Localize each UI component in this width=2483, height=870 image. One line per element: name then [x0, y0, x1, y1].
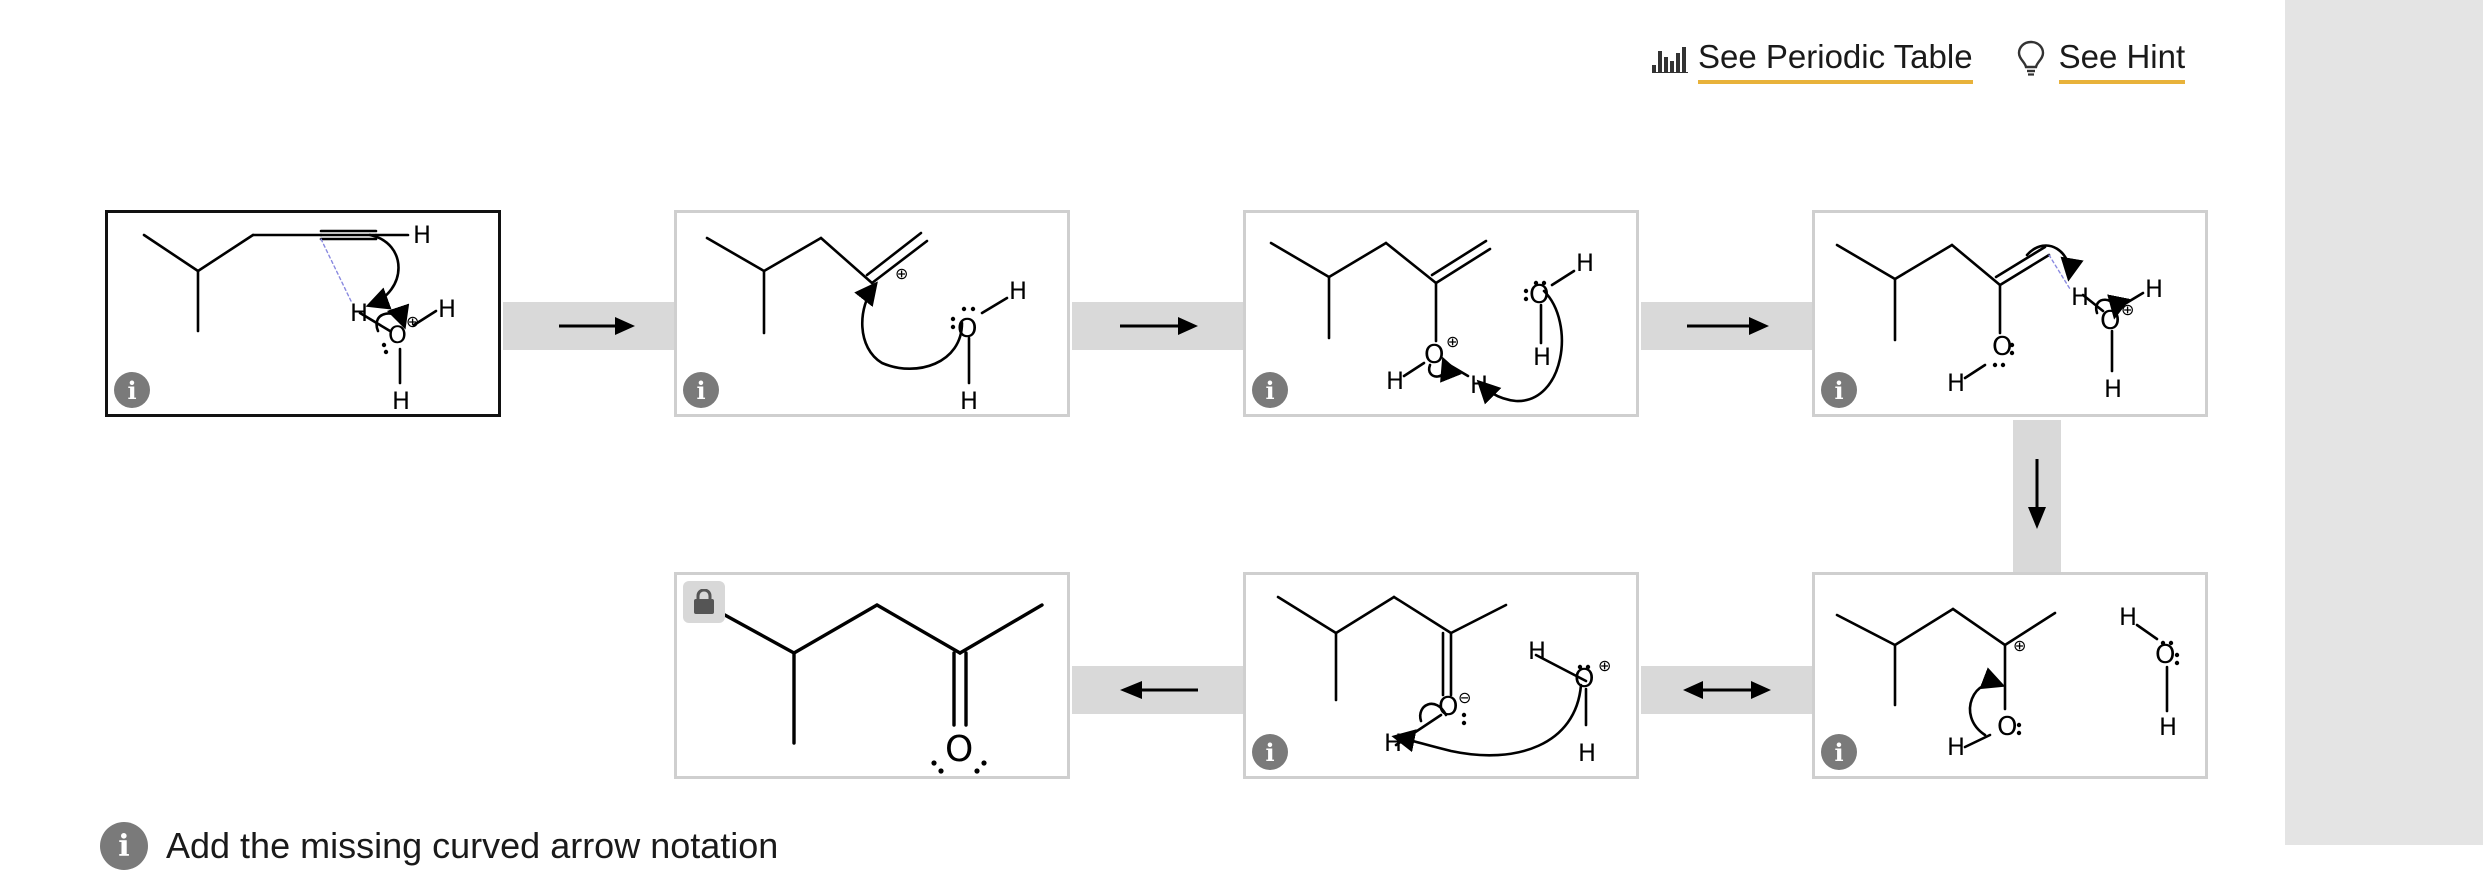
connector-resonance-5-6	[1641, 666, 1812, 714]
svg-text:⊕: ⊕	[895, 264, 908, 283]
connector-arrow-1-2	[503, 302, 674, 350]
connector-arrow-2-3	[1072, 302, 1243, 350]
svg-text:⊖: ⊖	[1458, 688, 1471, 707]
svg-text:H: H	[1533, 343, 1551, 371]
connector-arrow-6-7	[1072, 666, 1243, 714]
svg-text:H: H	[1576, 249, 1594, 277]
svg-text:O: O	[1997, 712, 2017, 742]
instruction-text: Add the missing curved arrow notation	[166, 825, 779, 866]
molecule-step-2: ⊕ O H H	[705, 231, 1027, 414]
molecule-step-6: O ⊖ H H O ⊕ H	[1276, 595, 1611, 767]
svg-text:O: O	[1992, 332, 2012, 362]
svg-text:H: H	[2145, 275, 2163, 303]
see-periodic-table-link[interactable]: See Periodic Table	[1650, 38, 1973, 84]
svg-text:H: H	[413, 221, 431, 249]
lightbulb-icon	[2011, 38, 2051, 78]
instruction-note: i Add the missing curved arrow notation	[100, 822, 778, 870]
svg-text:H: H	[1578, 739, 1596, 767]
toolbar: See Periodic Table See Hint	[1650, 38, 2186, 98]
svg-text:⊕: ⊕	[2013, 636, 2026, 655]
svg-text:H: H	[438, 295, 456, 323]
svg-text:O: O	[1438, 692, 1458, 722]
svg-text:H: H	[1009, 277, 1027, 305]
connector-arrow-4-5	[2013, 420, 2061, 572]
svg-text:H: H	[392, 387, 410, 414]
molecule-step-1: H H O ⊕ H H	[142, 221, 456, 414]
svg-text:O: O	[957, 314, 977, 344]
molecule-step-5: ⊕ O H H O H	[1835, 603, 2180, 761]
step-panel-6[interactable]: O ⊖ H H O ⊕ H i	[1243, 572, 1639, 779]
svg-text:O: O	[2155, 640, 2175, 670]
svg-text:H: H	[2119, 603, 2137, 631]
svg-text:⊕: ⊕	[1598, 656, 1611, 675]
step-panel-3[interactable]: O ⊕ H H O H H i	[1243, 210, 1639, 417]
step-panel-4[interactable]: O H H O ⊕ H H i	[1812, 210, 2208, 417]
info-icon[interactable]: i	[114, 372, 150, 408]
see-hint-label: See Hint	[2058, 38, 2186, 84]
molecule-step-3: O ⊕ H H O H H	[1269, 239, 1594, 405]
svg-text:H: H	[1947, 369, 1965, 397]
svg-text:O: O	[388, 321, 407, 349]
svg-text:H: H	[960, 387, 978, 414]
molecule-step-7: O	[701, 601, 1044, 774]
svg-text:O: O	[2100, 306, 2120, 336]
svg-text:⊕: ⊕	[406, 312, 419, 331]
svg-text:O: O	[945, 729, 973, 770]
step-panel-2[interactable]: ⊕ O H H i	[674, 210, 1070, 417]
step-panel-7[interactable]: O	[674, 572, 1070, 779]
connector-arrow-3-4	[1641, 302, 1812, 350]
info-icon: i	[100, 822, 148, 870]
svg-text:O: O	[1574, 664, 1594, 694]
svg-text:O: O	[1424, 340, 1444, 370]
step-panel-1[interactable]: H H O ⊕ H H i	[105, 210, 501, 417]
info-icon[interactable]: i	[1821, 734, 1857, 770]
info-icon[interactable]: i	[1252, 734, 1288, 770]
svg-text:H: H	[1470, 371, 1488, 399]
info-icon[interactable]: i	[1252, 372, 1288, 408]
svg-text:H: H	[1386, 367, 1404, 395]
info-icon[interactable]: i	[1821, 372, 1857, 408]
svg-text:H: H	[2159, 713, 2177, 741]
info-icon[interactable]: i	[683, 372, 719, 408]
svg-text:⊕: ⊕	[2121, 300, 2134, 319]
svg-text:H: H	[1384, 729, 1402, 757]
lock-icon	[683, 581, 725, 623]
svg-text:H: H	[2104, 375, 2122, 403]
side-panel	[2285, 0, 2483, 845]
svg-text:O: O	[1529, 280, 1549, 310]
svg-text:H: H	[2071, 283, 2089, 311]
see-periodic-table-label: See Periodic Table	[1698, 38, 1973, 84]
step-panel-5[interactable]: ⊕ O H H O H i	[1812, 572, 2208, 779]
svg-text:H: H	[1947, 733, 1965, 761]
svg-text:H: H	[350, 299, 368, 327]
see-hint-link[interactable]: See Hint	[2011, 38, 2186, 84]
svg-text:⊕: ⊕	[1446, 332, 1459, 351]
molecule-step-4: O H H O ⊕ H H	[1835, 243, 2163, 403]
svg-text:H: H	[1528, 637, 1546, 665]
periodic-table-icon	[1650, 38, 1690, 78]
